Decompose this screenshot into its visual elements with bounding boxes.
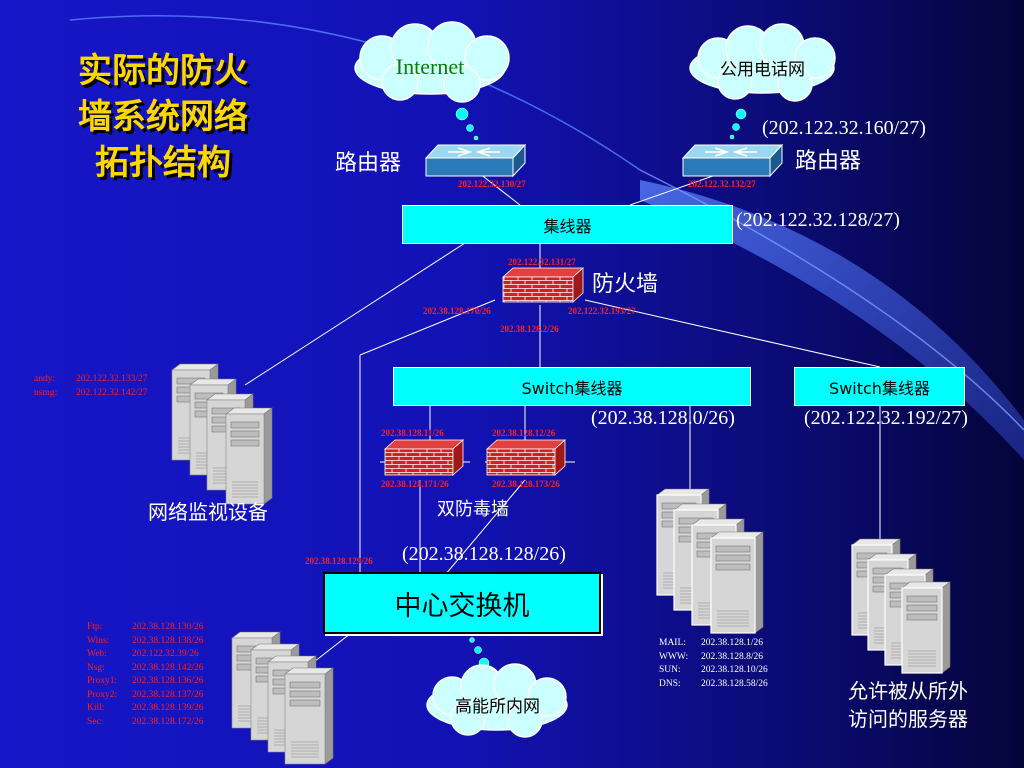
dual-firewall-label: 双防毒墙 — [437, 499, 509, 520]
server-tower-icon — [284, 667, 334, 765]
title-line-2: 墙系统网络 — [78, 97, 248, 137]
institute-network-label: 高能所内网 — [455, 697, 540, 717]
hub-label: 集线器 — [543, 216, 592, 236]
internal-row-5: Proxy1:202.38.128.136/26 — [87, 676, 204, 686]
router-left-icon — [424, 143, 527, 178]
dmz-row-3: SUN:202.38.128.10/26 — [659, 665, 768, 675]
server-tower-icon — [225, 407, 273, 505]
core-switch-ip-left: 202.38.128.129/26 — [305, 556, 373, 566]
switch-right-network: (202.122.32.192/27) — [804, 407, 968, 429]
public-servers-label: 允许被从所外 访问的服务器 — [848, 679, 968, 731]
title-line-3: 拓扑结构 — [95, 143, 231, 183]
firewall-icon — [501, 267, 585, 303]
internal-row-2: Wins:202.38.128.138/26 — [87, 635, 204, 646]
phone-network-label: 公用电话网 — [720, 60, 805, 80]
monitor-row-2: nsmg:202.122.32.142/27 — [34, 387, 148, 398]
dmz-row-1: MAIL:202.38.128.1/26 — [659, 638, 764, 648]
server-tower-icon — [901, 581, 951, 674]
link-core-internal-servers — [309, 629, 356, 666]
switch-right-label: Switch集线器 — [829, 378, 930, 398]
router-right-label: 路由器 — [795, 149, 862, 174]
dual-firewall-ip-tr: 202.38.128.12/26 — [492, 428, 556, 438]
firewall-ip-right: 202.122.32.193/27 — [568, 306, 636, 316]
internet-cloud — [354, 21, 510, 103]
firewall-ip-bottom: 202.38.128.2/26 — [500, 324, 559, 334]
internal-row-1: Ftp:202.38.128.130/26 — [87, 622, 204, 632]
dmz-row-2: WWW:202.38.128.8/26 — [659, 651, 764, 662]
phone-network-cloud — [689, 23, 836, 102]
dmz-row-4: DNS:202.38.128.58/26 — [659, 678, 768, 689]
page-title: 实际的防火 墙系统网络 拓扑结构 — [28, 48, 298, 186]
core-switch-label: 中心交换机 — [394, 590, 530, 622]
link-firewall-switch-right — [584, 299, 881, 368]
core-switch-box: 中心交换机 — [323, 572, 601, 634]
core-switch-network: (202.38.128.128/26) — [402, 543, 566, 565]
dual-firewall-ip-tl: 202.38.128.11/26 — [381, 428, 444, 438]
firewall-ip-top: 202.122.32.131/27 — [508, 257, 576, 267]
link-firewall-left — [359, 299, 496, 356]
router-left-label: 路由器 — [335, 151, 402, 176]
monitor-label: 网络监视设备 — [148, 500, 268, 524]
link-hub-monitor — [244, 242, 466, 386]
institute-network-cloud — [426, 663, 568, 738]
dual-firewall-right-icon — [485, 439, 567, 476]
router-left-ip: 202.122.32.130/27 — [458, 179, 526, 189]
internal-row-6: Proxy2:202.38.128.137/26 — [87, 689, 204, 700]
dmz-servers-ip-list: MAIL:202.38.128.1/26 WWW:202.38.128.8/26… — [659, 637, 768, 691]
internal-row-8: Sec:202.38.128.172/26 — [87, 716, 204, 727]
switch-left-label: Switch集线器 — [521, 378, 623, 398]
switch-right-box: Switch集线器 — [794, 367, 965, 406]
title-line-1: 实际的防火 — [78, 51, 248, 91]
link-dual-fw-right-core — [444, 479, 526, 576]
hub-network: (202.122.32.128/27) — [736, 209, 900, 231]
firewall-ip-left: 202.38.128.170/26 — [423, 306, 491, 316]
internal-row-3: Web:202.122.32.39/26 — [87, 649, 199, 659]
hub-box: 集线器 — [402, 205, 733, 244]
firewall-label: 防火墙 — [592, 272, 659, 297]
dual-firewall-left-icon — [383, 439, 465, 476]
switch-left-network: (202.38.128.0/26) — [591, 407, 735, 429]
dual-firewall-ip-br: 202.38.128.173/26 — [492, 479, 560, 489]
internet-label: Internet — [395, 54, 465, 79]
internal-row-7: Kill:202.38.128.139/26 — [87, 703, 204, 713]
internal-servers-ip-list: Ftp:202.38.128.130/26 Wins:202.38.128.13… — [87, 621, 204, 729]
monitor-row-1: andy:202.122.32.133/27 — [34, 374, 148, 384]
switch-left-box: Switch集线器 — [393, 367, 751, 406]
server-tower-icon — [710, 531, 764, 634]
router-right-ip: 202.122.32.132/27 — [688, 179, 756, 189]
internal-row-4: Nsg:202.38.128.142/26 — [87, 662, 204, 673]
monitor-ip-list: andy:202.122.32.133/27 nsmg:202.122.32.1… — [34, 373, 148, 400]
router-right-network: (202.122.32.160/27) — [762, 117, 926, 139]
router-right-icon — [681, 143, 784, 178]
dual-firewall-ip-bl: 202.38.128.171/26 — [381, 479, 449, 489]
